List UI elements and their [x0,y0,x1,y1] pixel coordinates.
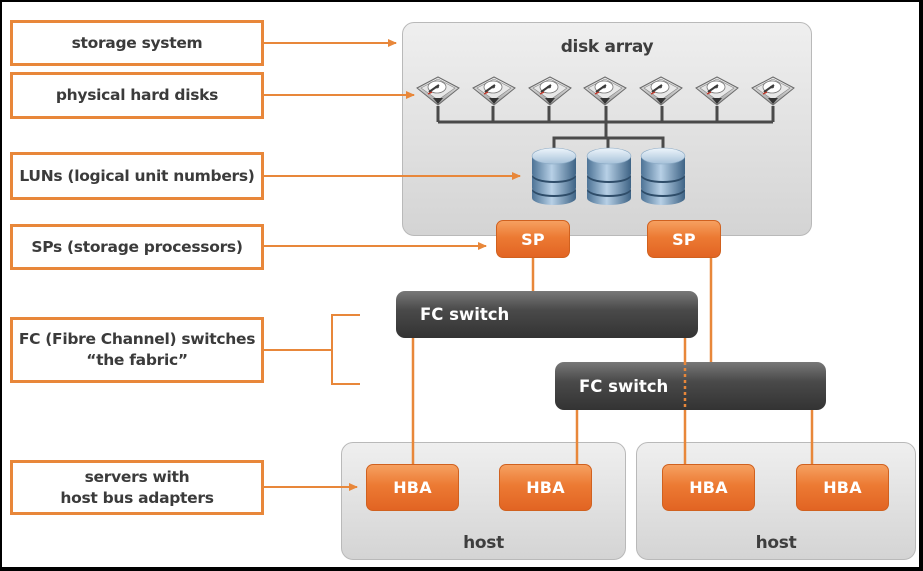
hba-host1-b: HBA [499,464,592,511]
hard-disk-icon [694,72,740,106]
fabric-bracket [264,314,360,385]
hard-disk-icon [582,72,628,106]
disk-array-title: disk array [560,37,654,57]
label-servers-line2: host bus adapters [60,488,214,507]
label-servers-line1: servers with [84,467,190,486]
label-luns: LUNs (logical unit numbers) [10,152,264,200]
label-storage-system: storage system [10,20,264,66]
hba-host2-b: HBA [796,464,889,511]
label-luns-text: LUNs (logical unit numbers) [19,166,255,185]
fc-switch-2: FC switch [555,362,826,410]
fc-switch-1: FC switch [396,291,698,338]
label-sps-text: SPs (storage processors) [31,237,243,256]
label-storage-system-text: storage system [71,33,203,52]
label-fc-switches: FC (Fibre Channel) switches “the fabric” [10,317,264,383]
storage-processor-1: SP [496,220,570,258]
host-title-2: host [755,533,797,553]
hard-disk-icon [750,72,796,106]
hard-disk-icon [527,72,573,106]
label-servers: servers with host bus adapters [10,460,264,515]
label-fc-switches-line1: FC (Fibre Channel) switches [18,330,256,348]
lun-cylinder-icon [639,146,687,206]
lun-cylinder-icon [530,146,578,206]
hba-host1-a: HBA [366,464,459,511]
hard-disk-icon [415,72,461,106]
hard-disk-icon [638,72,684,106]
label-sps: SPs (storage processors) [10,224,264,270]
label-fc-switches-line2: “the fabric” [86,351,188,369]
hba-host2-a: HBA [662,464,755,511]
lun-cylinder-icon [585,146,633,206]
label-physical-hard-disks-text: physical hard disks [55,86,219,104]
storage-processor-2: SP [647,220,721,258]
host-title-1: host [463,533,504,553]
hard-disk-icon [471,72,517,106]
label-physical-hard-disks: physical hard disks [10,72,264,119]
